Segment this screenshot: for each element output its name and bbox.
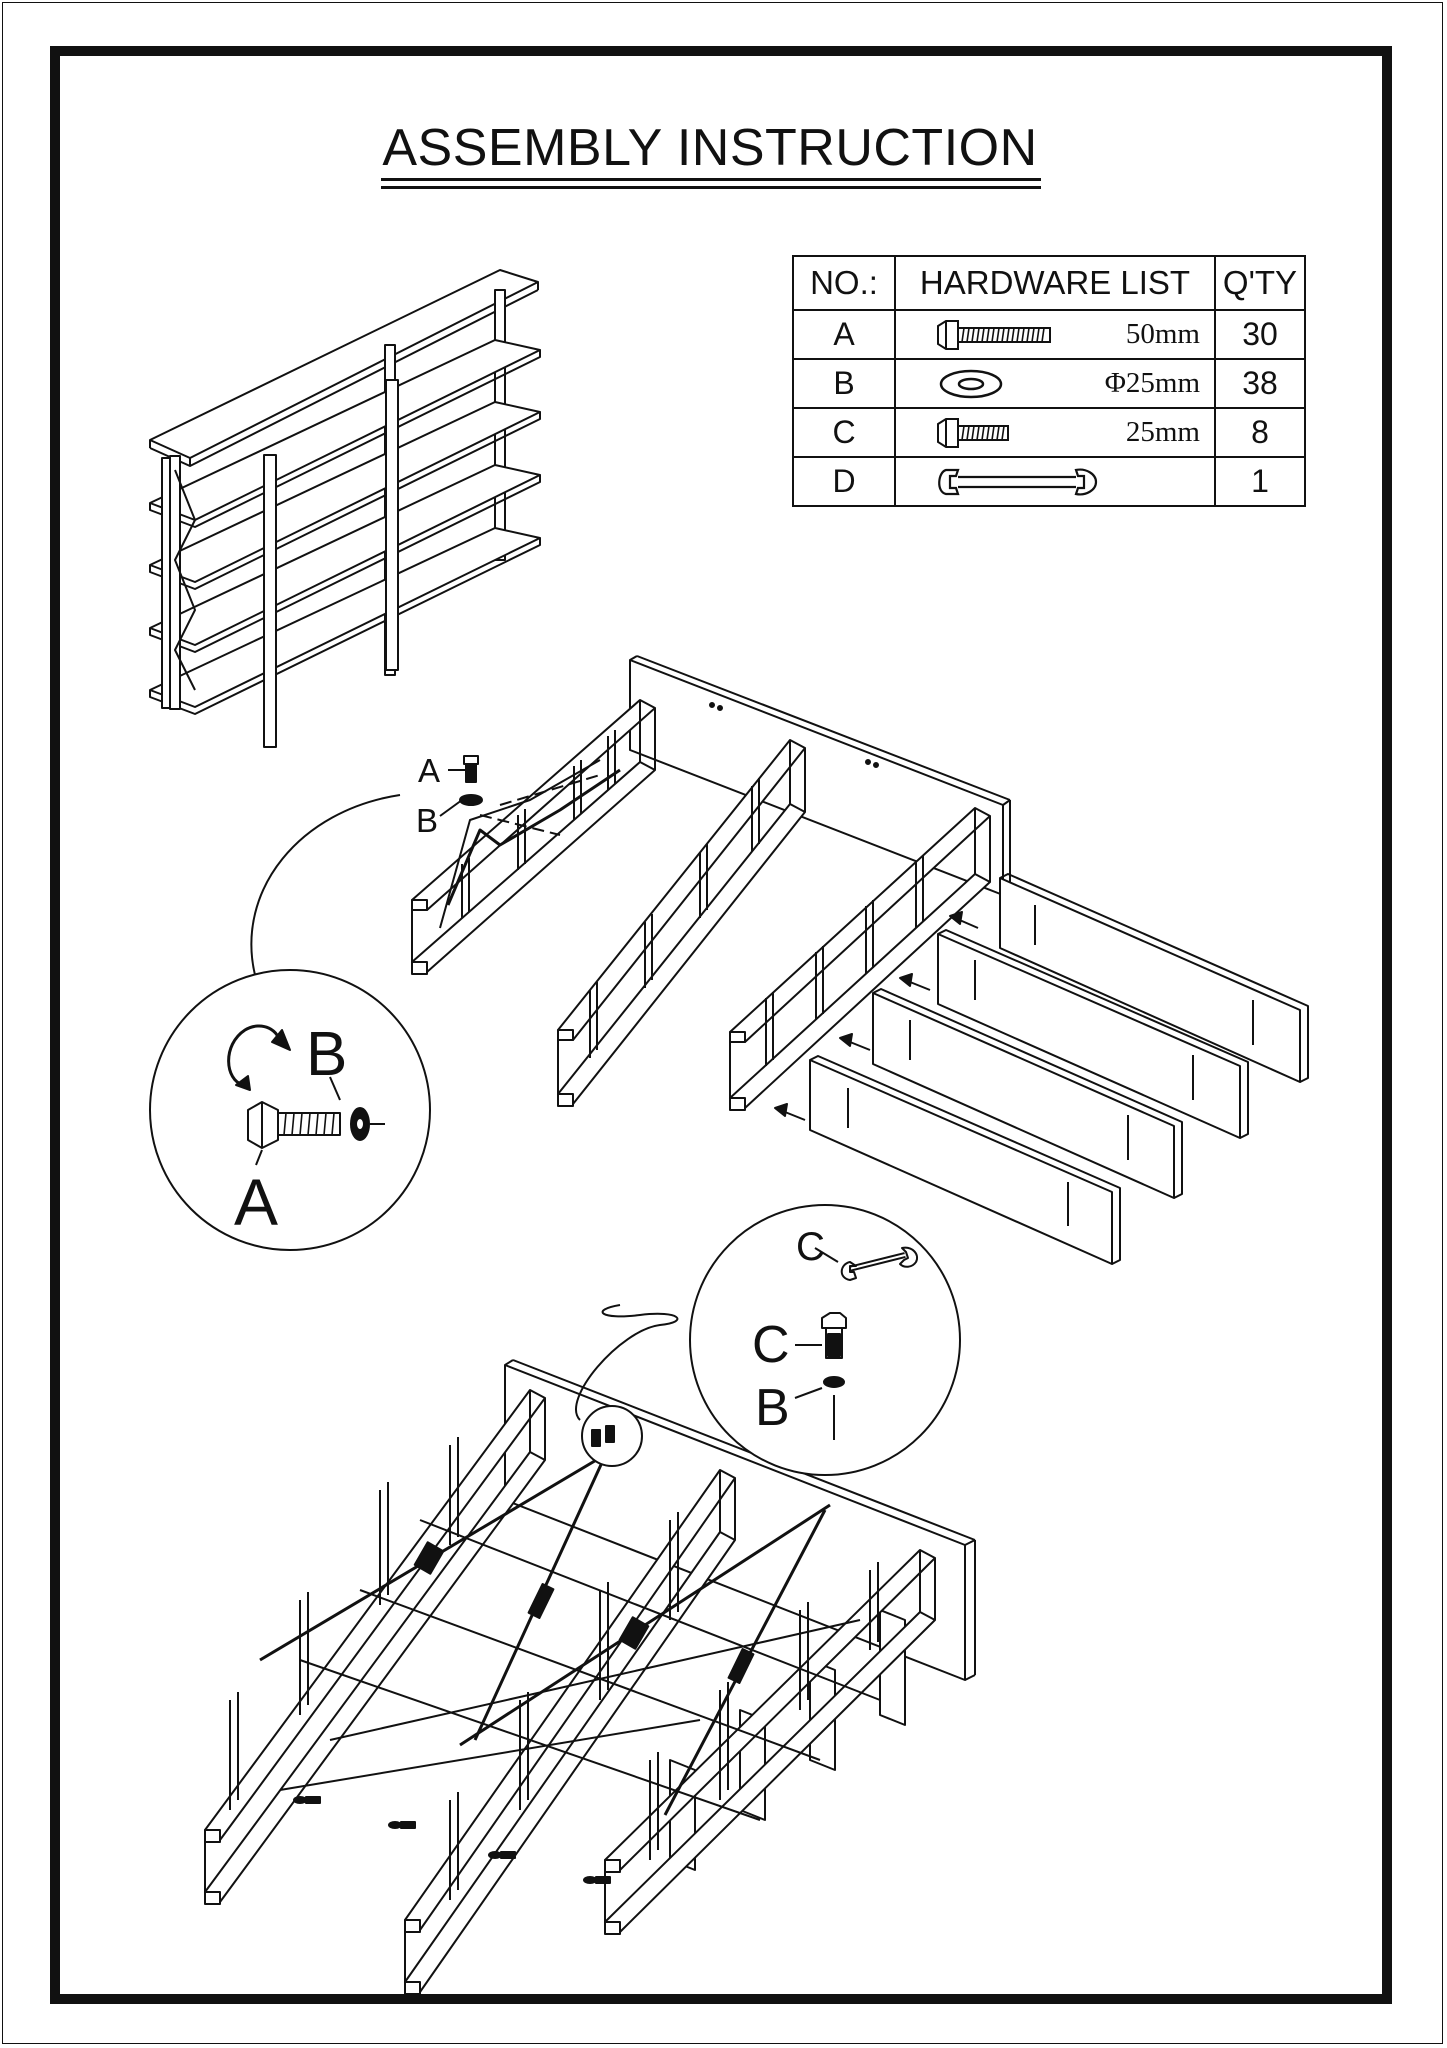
table-row: C 25mm 8	[792, 407, 1306, 458]
detail-bolt-c-label: C	[752, 1316, 790, 1374]
row-hardware: 25mm	[894, 407, 1216, 458]
callout-bolt-label: A	[418, 752, 440, 789]
hardware-table: NO.: HARDWARE LIST Q'TY A	[792, 255, 1306, 507]
row-size: Φ25mm	[1104, 367, 1200, 399]
detail-wrench-label: C	[796, 1225, 825, 1269]
hardware-table-header: NO.: HARDWARE LIST Q'TY	[792, 255, 1306, 311]
long-bolt-icon	[937, 320, 1051, 350]
detail-washer-b-label: B	[755, 1379, 790, 1437]
row-no: D	[792, 456, 896, 507]
page-frame	[50, 46, 1392, 2004]
header-no: NO.:	[792, 255, 896, 311]
callout-washer-label: B	[416, 802, 438, 839]
detail-bolt-label: A	[234, 1165, 278, 1239]
table-row: B Φ25mm 38	[792, 358, 1306, 409]
detail-washer-label: B	[306, 1020, 347, 1089]
wrench-icon	[938, 468, 1098, 496]
row-qty: 8	[1214, 407, 1306, 458]
row-hardware: Φ25mm	[894, 358, 1216, 409]
row-size: 50mm	[1125, 318, 1200, 350]
header-hardware-list: HARDWARE LIST	[894, 255, 1216, 311]
title-underline	[381, 186, 1041, 189]
step1-exploded-illustration	[411, 655, 1309, 1265]
assembled-shelf-illustration	[149, 269, 541, 748]
step2-assembly-illustration	[204, 1304, 976, 1995]
detail-bolt-washer	[149, 794, 431, 1251]
table-row: D 1	[792, 456, 1306, 507]
row-hardware	[894, 456, 1216, 507]
header-qty: Q'TY	[1214, 255, 1306, 311]
row-hardware: 50mm	[894, 309, 1216, 360]
row-qty: 38	[1214, 358, 1306, 409]
detail-wrench-bolt-washer	[689, 1204, 961, 1476]
row-no: A	[792, 309, 896, 360]
short-bolt-icon	[937, 418, 1009, 448]
table-row: A 50mm 30	[792, 309, 1306, 360]
page-title: ASSEMBLY INSTRUCTION	[382, 119, 1038, 177]
washer-icon	[939, 369, 1003, 399]
row-qty: 1	[1214, 456, 1306, 507]
row-qty: 30	[1214, 309, 1306, 360]
row-size: 25mm	[1125, 416, 1200, 448]
title-underline	[381, 178, 1041, 181]
row-no: B	[792, 358, 896, 409]
row-no: C	[792, 407, 896, 458]
